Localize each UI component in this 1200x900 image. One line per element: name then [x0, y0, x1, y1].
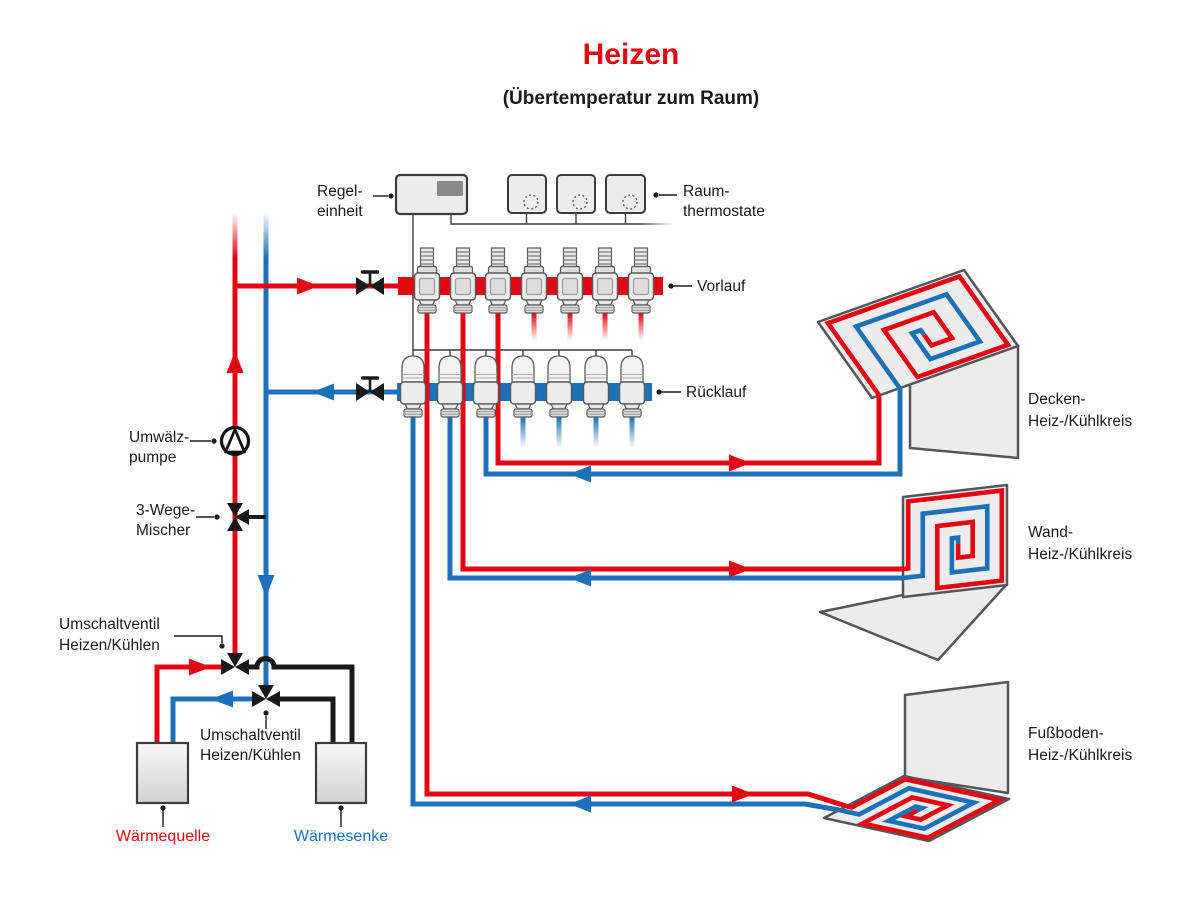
- floor-supply-spiral-pipe: [828, 778, 1000, 838]
- floor-return-spiral-pipe: [839, 784, 974, 829]
- wall-return-spiral-pipe: [903, 506, 987, 578]
- supply-arrow-icon: [226, 351, 244, 373]
- thermostat-dial-icon: [572, 194, 588, 210]
- supply-arrow-icon: [729, 454, 751, 472]
- return-manifold: [399, 355, 646, 418]
- thermostat-dial-icon: [523, 194, 539, 210]
- control-unit: [394, 173, 469, 216]
- circulation-pump-icon: [219, 425, 251, 457]
- page-subtitle: (Übertemperatur zum Raum): [503, 88, 760, 109]
- supply-valve-icon: [627, 247, 655, 314]
- heat-source-box: [135, 741, 190, 805]
- three-way-mixer-label: Mischer: [136, 522, 190, 539]
- return-label: Rücklauf: [686, 384, 747, 401]
- wall-circuit-panel: [820, 485, 1007, 660]
- return-arrow-icon: [312, 383, 334, 401]
- wall-supply-spiral-pipe: [903, 491, 1002, 592]
- supply-stub-pipes: [531, 313, 644, 340]
- return-valve-icon: [509, 355, 537, 418]
- floor-back-wall: [905, 682, 1008, 793]
- heat-sink-box: [314, 741, 368, 805]
- room-thermostats-label: thermostate: [683, 203, 765, 220]
- return-valve-icon: [618, 355, 646, 418]
- ceiling-circuit-label: Decken-: [1028, 391, 1086, 408]
- three-way-mixer-icon: [227, 503, 249, 531]
- ceiling-return-spiral-pipe: [856, 294, 990, 388]
- floor-circuit-label: Heiz-/Kühlkreis: [1028, 747, 1132, 764]
- wall-return-pipe: [447, 415, 903, 581]
- return-valve-icon: [582, 355, 610, 418]
- circulation-pump-label: Umwälz-: [129, 429, 189, 446]
- heat-source-label: Wärmequelle: [116, 828, 210, 845]
- floor-supply-pipe: [424, 308, 847, 809]
- control-unit-label: Regel-: [317, 183, 363, 200]
- supply-arrow-icon: [729, 560, 751, 578]
- supply-shutoff-valve-icon: [354, 270, 386, 297]
- switch-valve-lower-label: Umschaltventil: [200, 727, 301, 744]
- supply-valve-icon: [520, 247, 548, 314]
- supply-manifold: [413, 247, 655, 314]
- supply-valve-icon: [449, 247, 477, 314]
- control-unit-display: [437, 181, 463, 196]
- ceiling-circuit-panel: [818, 270, 1018, 458]
- return-valve-icon: [436, 355, 464, 418]
- return-valve-icon: [472, 355, 500, 418]
- three-way-mixer-label: 3-Wege-: [136, 502, 195, 519]
- supply-arrow-icon: [297, 277, 319, 295]
- switch-valve-upper-label: Umschaltventil: [59, 616, 160, 633]
- floor-circuit-panel: [824, 682, 1009, 841]
- return-valve-icon: [399, 355, 427, 418]
- supply-label: Vorlauf: [697, 278, 746, 295]
- wall-circuit-label: Wand-: [1028, 524, 1073, 541]
- return-arrow-icon: [569, 795, 591, 813]
- circulation-pump-label: pumpe: [129, 449, 176, 466]
- page-title: Heizen: [583, 38, 680, 71]
- floor-return-pipe: [410, 415, 840, 813]
- supply-arrow-icon: [732, 785, 754, 803]
- return-shutoff-valve-icon: [354, 376, 386, 403]
- ceiling-circuit-label: Heiz-/Kühlkreis: [1028, 413, 1132, 430]
- room-thermostats-label: Raum-: [683, 183, 730, 200]
- wall-circuit-label: Heiz-/Kühlkreis: [1028, 546, 1132, 563]
- supply-valve-icon: [413, 247, 441, 314]
- ceiling-return-pipe: [483, 388, 903, 477]
- return-arrow-icon: [569, 569, 591, 587]
- return-arrow-icon: [257, 575, 275, 597]
- supply-valve-icon: [556, 247, 584, 314]
- thermostat-bus-wire: [450, 213, 642, 225]
- return-stub-pipes: [520, 417, 635, 447]
- heat-sink-pipe-upper: [249, 656, 355, 745]
- floor-circuit-label: Fußboden-: [1028, 725, 1104, 742]
- control-unit-label: einheit: [317, 203, 363, 220]
- switch-valve-lower-icon: [252, 685, 280, 707]
- supply-valve-icon: [484, 247, 512, 314]
- switch-valve-upper-icon: [221, 653, 249, 675]
- leader-lines: [160, 192, 692, 827]
- heat-sink-label: Wärmesenke: [294, 828, 388, 845]
- ceiling-supply-spiral-pipe: [828, 276, 1011, 395]
- switch-valve-upper-label: Heizen/Kühlen: [59, 637, 160, 654]
- ceiling-slab: [818, 270, 1018, 398]
- heat-sink-pipe-lower: [280, 696, 336, 745]
- supply-valve-icon: [591, 247, 619, 314]
- return-valve-icon: [545, 355, 573, 418]
- room-thermostats: [507, 174, 646, 214]
- return-arrow-icon: [211, 690, 233, 708]
- return-arrow-icon: [569, 465, 591, 483]
- supply-arrow-icon: [189, 658, 211, 676]
- switch-valve-lower-label: Heizen/Kühlen: [200, 747, 301, 764]
- thermostat-dial-icon: [622, 194, 638, 210]
